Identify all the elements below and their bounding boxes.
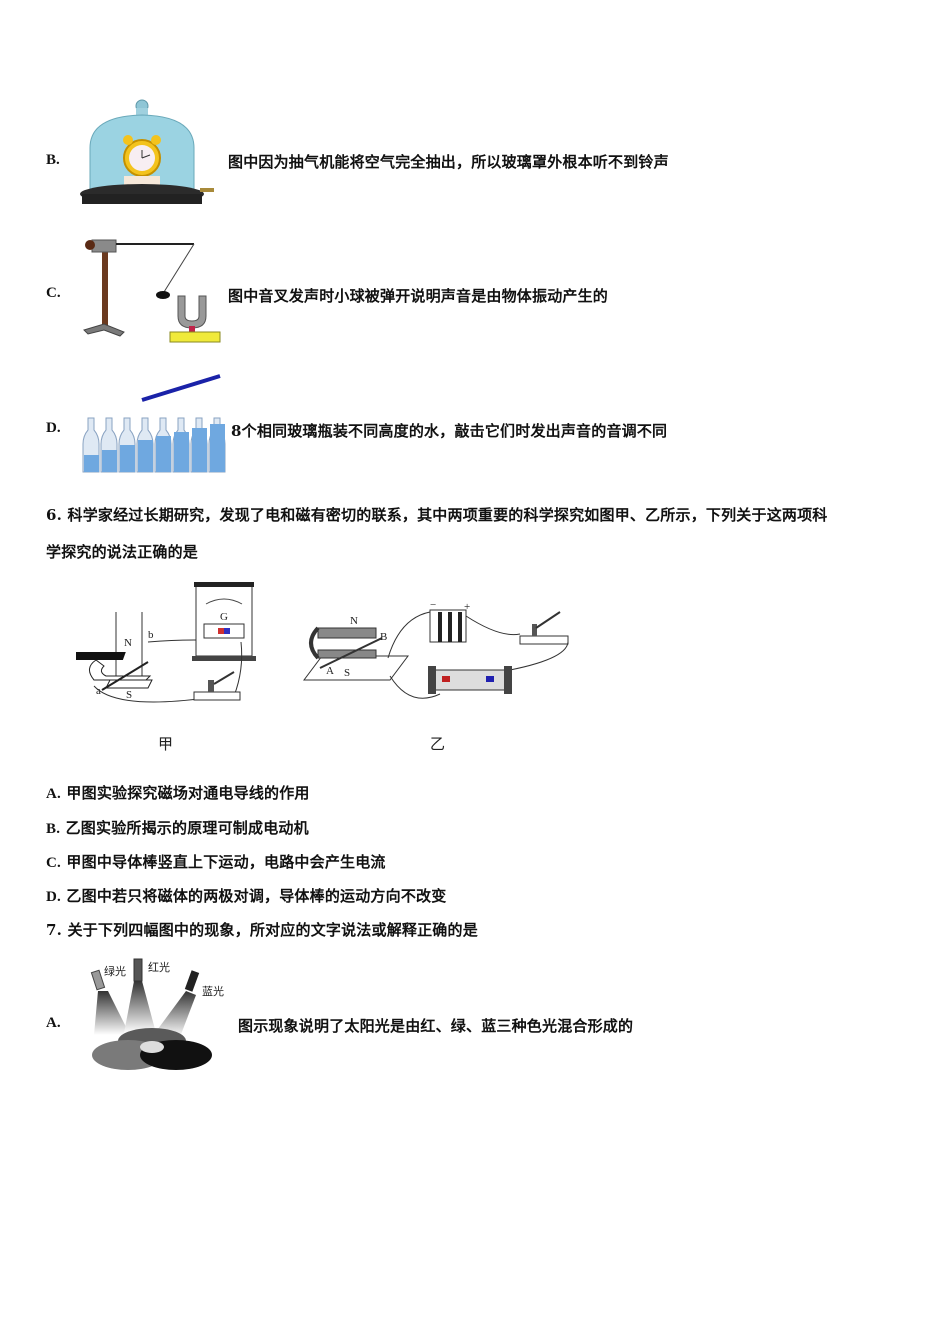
svg-text:S: S (126, 689, 132, 701)
option-letter: D. (46, 420, 61, 436)
option-text: 图中音叉发声时小球被弹开说明声音是由物体振动产生的 (228, 287, 609, 305)
svg-text:+: + (464, 601, 470, 613)
svg-text:红光: 红光 (148, 960, 170, 974)
svg-text:N: N (350, 615, 358, 627)
question-6-stem-line2: 学探究的说法正确的是 (46, 543, 199, 561)
rgb-light-mixing-figure: 绿光 红光 蓝光 (80, 955, 235, 1070)
option-letter: B. (46, 152, 60, 168)
option-letter: A. (46, 1015, 61, 1031)
svg-text:G: G (220, 611, 228, 623)
svg-text:B: B (380, 631, 387, 643)
svg-text:蓝光: 蓝光 (202, 984, 224, 998)
water-bottles-figure (82, 370, 227, 480)
option-letter: C. (46, 285, 61, 301)
figure-yi-motor-principle: N S A B − + (300, 598, 585, 708)
figure-caption-yi: 乙 (430, 735, 446, 753)
question-number: 7. (46, 921, 63, 939)
svg-text:绿光: 绿光 (104, 964, 126, 978)
figure-caption-jia: 甲 (158, 735, 174, 753)
svg-text:−: − (430, 599, 436, 611)
bell-jar-figure (76, 98, 226, 213)
option-text: 图中因为抽气机能将空气完全抽出，所以玻璃罩外根本听不到铃声 (228, 153, 669, 171)
option-text: 图示现象说明了太阳光是由红、绿、蓝三种色光混合形成的 (238, 1017, 634, 1035)
q6-option-a: A. 甲图实验探究磁场对通电导线的作用 (46, 784, 310, 802)
svg-text:S: S (344, 667, 350, 679)
question-7-stem: 7. 关于下列四幅图中的现象，所对应的文字说法或解释正确的是 (46, 921, 478, 939)
svg-text:A: A (326, 665, 334, 677)
option-text: 8个相同玻璃瓶装不同高度的水，敲击它们时发出声音的音调不同 (231, 422, 668, 440)
tuning-fork-figure (74, 232, 229, 347)
svg-text:N: N (124, 637, 132, 649)
q6-option-b: B. 乙图实验所揭示的原理可制成电动机 (46, 819, 309, 837)
question-6-stem-line1: 6. 科学家经过长期研究，发现了电和磁有密切的联系，其中两项重要的科学探究如图甲… (46, 506, 828, 524)
svg-text:b: b (148, 629, 154, 641)
svg-text:a: a (96, 685, 101, 697)
q6-option-c: C. 甲图中导体棒竖直上下运动，电路中会产生电流 (46, 853, 386, 871)
q6-option-d: D. 乙图中若只将磁体的两极对调，导体棒的运动方向不改变 (46, 887, 447, 905)
question-number: 6. (46, 506, 63, 524)
figure-jia-electromagnetic-induction: N S a b G (64, 580, 276, 710)
